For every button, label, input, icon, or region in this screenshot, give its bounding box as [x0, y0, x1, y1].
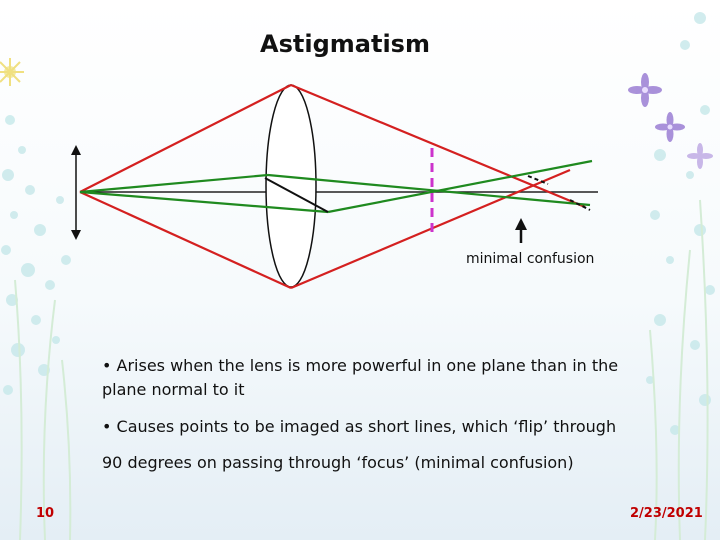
right-dots-decoration — [646, 12, 715, 435]
slide-date: 2/23/2021 — [630, 506, 703, 521]
flower-icon — [687, 143, 713, 169]
minimal-confusion-label: minimal confusion — [466, 251, 595, 267]
flower-icon — [655, 112, 685, 142]
object-arrow — [71, 145, 81, 240]
bullet-point: • Arises when the lens is more powerful … — [102, 356, 619, 399]
right-stems-decoration — [649, 199, 709, 540]
slide-title: Astigmatism — [260, 30, 430, 58]
flower-icon — [628, 73, 662, 107]
image-line-1 — [527, 175, 549, 185]
red-rays — [79, 83, 586, 290]
minimal-confusion-arrow — [515, 218, 527, 243]
lens — [265, 84, 317, 288]
image-line-2 — [569, 199, 591, 211]
daisy-icon — [0, 58, 24, 86]
bullet-point-continuation: 90 degrees on passing through ‘focus’ (m… — [102, 453, 574, 472]
page-number: 10 — [36, 506, 55, 521]
lens-image-line — [264, 177, 329, 213]
left-dots-decoration — [1, 115, 71, 395]
bullet-point: • Causes points to be imaged as short li… — [102, 417, 617, 436]
left-stems-decoration — [14, 279, 72, 540]
green-rays — [79, 159, 593, 214]
